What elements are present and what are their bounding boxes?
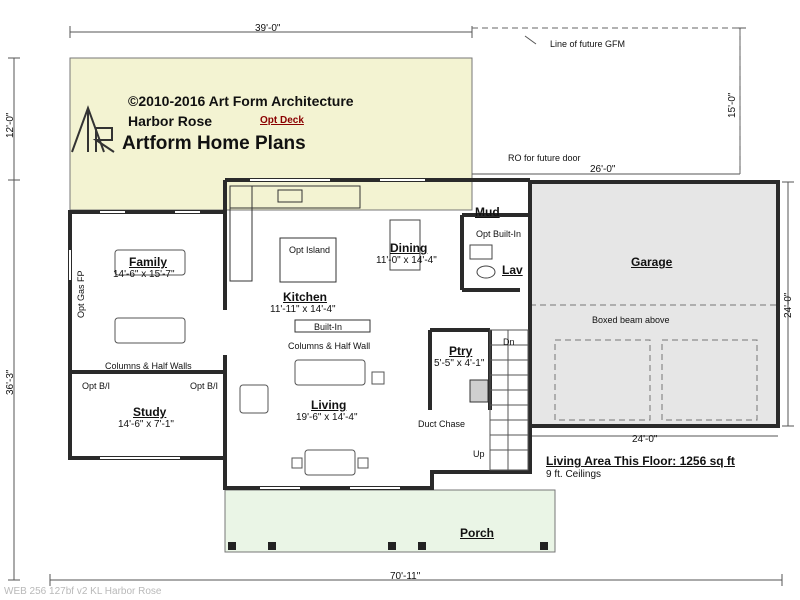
stair [489,329,529,471]
room-dining-name: Dining [390,241,428,255]
stair-dn-label: Dn [503,337,515,347]
room-pantry-name: Ptry [449,344,473,358]
dim-top-width: 39'-0" [255,23,281,34]
room-porch-name: Porch [460,526,495,540]
opt-bi-left: Opt B/I [82,381,111,391]
dim-gfm-depth: 15'-0" [727,92,738,118]
room-mud-name: Mud [475,205,500,219]
dim-garage-width: 24'-0" [632,434,658,445]
deck-area [69,57,473,211]
room-study-size: 14'-6" x 7'-1" [118,419,174,430]
plan-name: Harbor Rose [128,113,213,129]
future-gfm-note: Line of future GFM [550,39,626,49]
room-living-name: Living [311,398,347,412]
gfm-leader [524,35,537,45]
room-living-size: 19'-6" x 14'-4" [296,412,358,423]
dim-overall-width: 70'-11" [390,571,421,582]
room-dining-size: 11'-0" x 14'-4" [376,255,437,266]
room-lav-name: Lav [502,263,523,277]
room-family-size: 14'-6" x 15'-7" [113,269,175,280]
windows [69,179,425,489]
room-pantry-size: 5'-5" x 4'-1" [434,358,485,369]
brand-name: Artform Home Plans [122,133,306,154]
living-area-summary: Living Area This Floor: 1256 sq ft [546,454,735,468]
opt-bi-right: Opt B/I [190,381,219,391]
ceiling-height: 9 ft. Ceilings [546,469,602,480]
duct-chase-box [469,379,489,403]
room-kitchen-size: 11'-11" x 14'-4" [270,304,336,315]
dimension-lines [8,26,794,586]
dim-house-depth: 36'-3" [5,369,16,395]
columns-half-wall-label: Columns & Half Wall [288,341,371,351]
lav-sink [469,244,493,260]
porch-area [224,489,556,553]
garage-dashes [530,304,778,421]
watermark: WEB 256 127bf v2 KL Harbor Rose [4,586,162,597]
columns-half-walls-label: Columns & Half Walls [105,361,192,371]
dim-deck-depth: 12'-0" [5,112,16,138]
garage-area [530,182,778,426]
opt-island-label: Opt Island [289,245,331,255]
furniture [114,249,385,476]
built-in-label: Built-In [314,322,343,332]
logo-mark [71,105,115,153]
duct-chase-label: Duct Chase [418,419,466,429]
opt-gas-fp: Opt Gas FP [76,270,86,318]
room-study-name: Study [133,405,167,419]
room-family-name: Family [129,255,168,269]
kitchen-counters [229,185,371,333]
boxed-beam-note: Boxed beam above [592,315,670,325]
room-garage-name: Garage [631,255,673,269]
porch-posts [228,542,548,550]
room-kitchen-name: Kitchen [283,290,328,304]
opt-built-in-label: Opt Built-In [476,229,522,239]
stair-up-label: Up [473,449,485,459]
dim-gfm-width: 26'-0" [590,164,616,175]
dim-garage-depth: 24'-0" [783,292,794,318]
dining-table [389,219,421,271]
ro-door-note: RO for future door [508,153,581,163]
opt-deck-label: Opt Deck [260,115,304,126]
toilet [476,265,496,279]
copyright-line: ©2010-2016 Art Form Architecture [128,93,354,109]
future-gfm-outline [472,27,741,174]
